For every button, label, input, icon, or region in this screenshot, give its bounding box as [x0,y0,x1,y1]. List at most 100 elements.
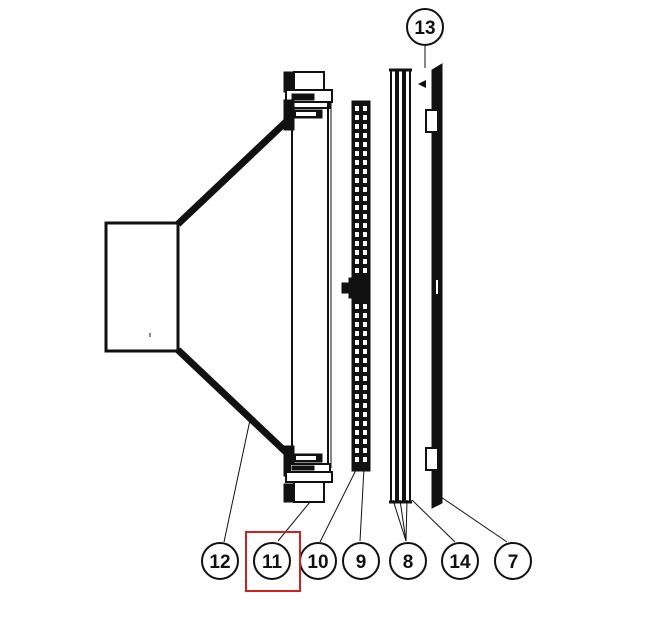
filter-cell [363,394,367,399]
part-11-frame [283,71,333,503]
filter-cell [363,313,367,318]
filter-cell [355,421,359,426]
filter-cell [363,421,367,426]
filter-cell [355,205,359,210]
filter-cell [363,376,367,381]
filter-cell [363,214,367,219]
part-9-10-filter [341,100,371,472]
part-7-cover [425,63,443,509]
filter-cell [363,448,367,453]
callout-8: 8 [389,542,427,580]
filter-cell [355,151,359,156]
filter-cell [363,133,367,138]
filter-cell [363,430,367,435]
filter-cell [355,196,359,201]
filter-cell [363,178,367,183]
filter-cell [363,358,367,363]
filter-cell [363,160,367,165]
filter-cell [363,439,367,444]
filter-cell [355,331,359,336]
callout-12-label: 12 [209,552,230,573]
filter-cell [363,268,367,273]
callout-10-label: 10 [307,552,328,573]
filter-cell [355,115,359,120]
filter-cell [355,223,359,228]
filter-cell [355,124,359,129]
filter-cell [355,259,359,264]
filter-cell [355,250,359,255]
filter-cell [355,376,359,381]
filter-cell [363,241,367,246]
filter-cell [363,385,367,390]
callout-11: 11 [253,542,291,580]
filter-cell [363,115,367,120]
filter-cell [355,133,359,138]
filter-cell [355,160,359,165]
filter-cell [363,457,367,462]
filter-cell [355,268,359,273]
filter-cell [355,106,359,111]
filter-cell [363,349,367,354]
filter-cell [363,331,367,336]
filter-cell [355,367,359,372]
leader-lines [223,46,508,543]
filter-cell [355,430,359,435]
filter-cell [363,250,367,255]
filter-cell [363,403,367,408]
filter-cell [355,349,359,354]
filter-cell [355,394,359,399]
filter-cell [355,448,359,453]
filter-cell [363,412,367,417]
callout-9: 9 [342,542,380,580]
filter-cell [355,457,359,462]
part-8-14-gaskets [389,68,426,504]
filter-cell [363,223,367,228]
filter-cell [355,322,359,327]
filter-cell [355,232,359,237]
filter-cell [363,259,367,264]
filter-cell [355,403,359,408]
callout-11-label: 11 [262,552,283,573]
filter-cell [363,367,367,372]
filter-cell [355,340,359,345]
filter-cell [363,322,367,327]
filter-cell [363,169,367,174]
callout-13-label: 13 [414,18,435,39]
filter-cell [363,304,367,309]
filter-cell [363,106,367,111]
filter-cell [355,385,359,390]
callout-10: 10 [299,542,337,580]
filter-cell [355,313,359,318]
filter-cell [355,187,359,192]
callout-9-label: 9 [356,552,367,573]
callouts: 13 12 11 10 9 8 14 7 [201,8,532,580]
filter-cell [355,169,359,174]
filter-cell [363,187,367,192]
callout-13: 13 [406,8,444,46]
callout-7-label: 7 [508,552,519,573]
filter-cell [363,142,367,147]
callout-12: 12 [201,542,239,580]
callout-14-label: 14 [449,552,471,573]
filter-cell [355,412,359,417]
callout-8-label: 8 [403,552,414,573]
filter-cell [363,151,367,156]
filter-cell [363,124,367,129]
filter-cell [355,178,359,183]
callout-14: 14 [441,542,479,580]
part-12-duct [104,115,293,459]
filter-cell [363,205,367,210]
highlight-box [245,531,301,592]
filter-cell [355,304,359,309]
filter-cell [363,340,367,345]
filter-cell [355,214,359,219]
filter-cell [363,196,367,201]
filter-cell [363,232,367,237]
filter-cell [355,241,359,246]
callout-7: 7 [494,542,532,580]
filter-cell [355,358,359,363]
filter-cell [355,142,359,147]
filter-cell [355,439,359,444]
